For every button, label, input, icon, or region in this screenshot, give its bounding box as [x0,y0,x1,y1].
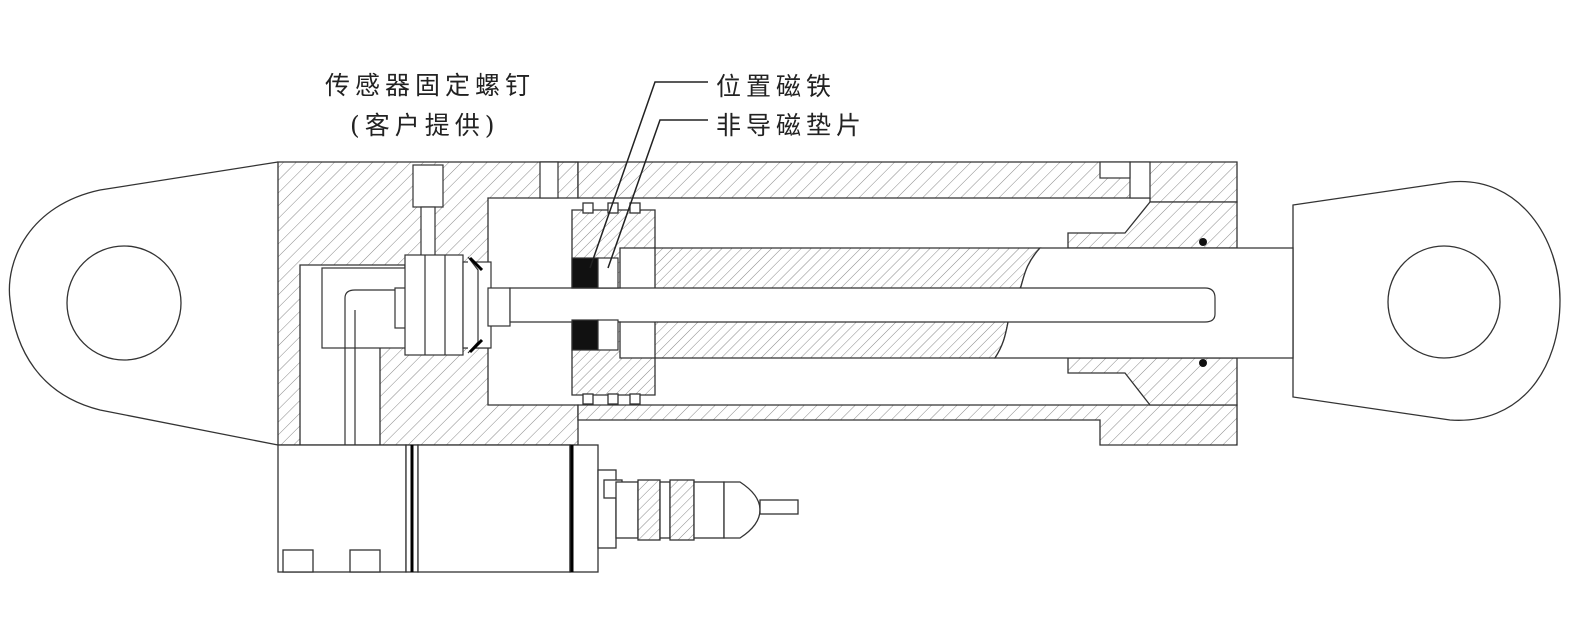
left-clevis-hole [66,245,182,361]
non-magnetic-spacer [597,257,619,351]
sensor-housing [277,444,799,573]
position-magnet [571,257,599,351]
oring-bottom [1199,359,1207,367]
customer-supplied-label: (客户提供) [350,111,500,140]
oring-top [1199,238,1207,246]
leader-lines [589,81,708,269]
front-gland [1067,201,1238,406]
sensor-rod [509,287,1216,323]
sensor-head [394,254,511,356]
non-magnetic-spacer-label: 非导磁垫片 [716,111,867,140]
right-clevis-hole [1387,245,1501,359]
sensor-screw-label: 传感器固定螺钉 [325,71,536,100]
left-clevis [8,161,279,446]
position-magnet-label: 位置磁铁 [716,72,837,101]
right-clevis [1292,180,1561,421]
